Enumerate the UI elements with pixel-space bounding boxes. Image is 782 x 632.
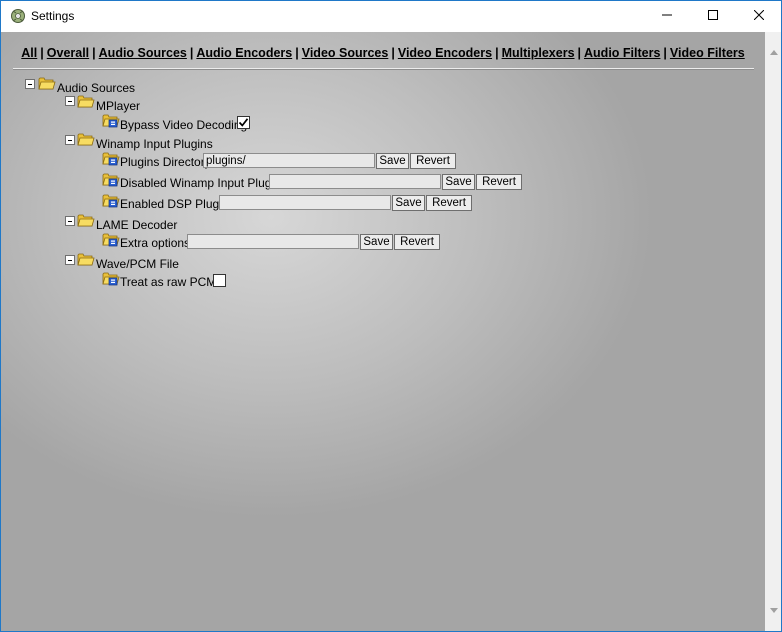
nav-separator: | (577, 46, 582, 60)
folder-setting-icon (102, 112, 120, 128)
scroll-down-button[interactable] (765, 602, 781, 619)
nav-separator: | (92, 46, 96, 60)
folder-setting-icon (102, 150, 120, 166)
title-bar: Settings (1, 1, 781, 31)
extra-options-input[interactable] (187, 234, 359, 249)
plugins-directory-revert-button[interactable]: Revert (410, 153, 456, 169)
collapse-toggle-wave-pcm[interactable] (65, 255, 75, 265)
collapse-toggle-winamp[interactable] (65, 135, 75, 145)
enabled-dsp-plugins-save-button[interactable]: Save (392, 195, 425, 211)
nav-link-video-sources[interactable]: Video Sources (301, 46, 389, 60)
folder-icon (77, 131, 95, 147)
nav-separator: | (40, 46, 44, 60)
chevron-up-icon (769, 50, 778, 55)
vertical-scrollbar[interactable] (765, 32, 781, 631)
nav-separator: | (295, 46, 299, 60)
bypass-video-decoding-label: Bypass Video Decoding (120, 118, 248, 132)
maximize-icon (708, 9, 718, 23)
scroll-up-button[interactable] (765, 44, 781, 61)
enabled-dsp-plugins-revert-button[interactable]: Revert (426, 195, 472, 211)
minimize-button[interactable] (644, 1, 690, 31)
tree-label-audio-sources[interactable]: Audio Sources (57, 81, 136, 95)
folder-icon (77, 212, 95, 228)
nav-link-video-filters[interactable]: Video Filters (669, 46, 745, 60)
bypass-video-decoding-checkbox[interactable] (237, 116, 250, 129)
enabled-dsp-plugins-input[interactable] (219, 195, 391, 210)
disabled-winamp-plugins-revert-button[interactable]: Revert (476, 174, 522, 190)
disabled-winamp-plugins-save-button[interactable]: Save (442, 174, 475, 190)
tree-label-mplayer[interactable]: MPlayer (96, 99, 141, 113)
nav-separator: | (189, 46, 194, 60)
nav-divider (13, 68, 754, 70)
nav-separator: | (663, 46, 667, 60)
treat-as-raw-pcm-checkbox[interactable] (213, 274, 226, 287)
plugins-directory-save-button[interactable]: Save (376, 153, 409, 169)
settings-app-icon (10, 8, 26, 24)
nav-link-audio-encoders[interactable]: Audio Encoders (196, 46, 293, 60)
folder-setting-icon (102, 270, 120, 286)
tree-label-winamp-input-plugins[interactable]: Winamp Input Plugins (96, 137, 213, 151)
tree-label-lame-decoder[interactable]: LAME Decoder (96, 218, 178, 232)
folder-setting-icon (102, 171, 120, 187)
plugins-directory-input[interactable] (203, 153, 375, 168)
nav-link-all[interactable]: All (21, 46, 38, 60)
enabled-dsp-plugins-label: Enabled DSP Plugins (120, 197, 235, 211)
nav-link-overall[interactable]: Overall (46, 46, 90, 60)
folder-icon (77, 251, 95, 267)
nav-separator: | (391, 46, 395, 60)
checkmark-icon (238, 118, 249, 127)
nav-separator: | (495, 46, 499, 60)
nav-link-multiplexers[interactable]: Multiplexers (501, 46, 575, 60)
treat-as-raw-pcm-label: Treat as raw PCM (120, 275, 217, 289)
category-nav: All|Overall|Audio Sources|Audio Encoders… (1, 46, 765, 60)
collapse-toggle-mplayer[interactable] (65, 96, 75, 106)
minimize-icon (662, 9, 672, 23)
maximize-button[interactable] (690, 1, 736, 31)
plugins-directory-label: Plugins Directory (120, 155, 211, 169)
settings-content: All|Overall|Audio Sources|Audio Encoders… (1, 32, 765, 631)
nav-link-audio-sources[interactable]: Audio Sources (98, 46, 187, 60)
collapse-toggle-audio-sources[interactable] (25, 79, 35, 89)
extra-options-revert-button[interactable]: Revert (394, 234, 440, 250)
close-icon (753, 9, 765, 23)
folder-icon (77, 93, 95, 109)
collapse-toggle-lame[interactable] (65, 216, 75, 226)
extra-options-save-button[interactable]: Save (360, 234, 393, 250)
tree-label-wave-pcm-file[interactable]: Wave/PCM File (96, 257, 179, 271)
nav-link-video-encoders[interactable]: Video Encoders (397, 46, 493, 60)
disabled-winamp-plugins-input[interactable] (269, 174, 441, 189)
close-button[interactable] (736, 1, 781, 31)
nav-link-audio-filters[interactable]: Audio Filters (584, 46, 661, 60)
folder-setting-icon (102, 192, 120, 208)
folder-setting-icon (102, 231, 120, 247)
folder-icon (38, 75, 56, 91)
window-title: Settings (31, 9, 75, 23)
extra-options-label: Extra options (120, 236, 191, 250)
disabled-winamp-plugins-label: Disabled Winamp Input Plugins (120, 176, 287, 190)
chevron-down-icon (769, 608, 778, 613)
